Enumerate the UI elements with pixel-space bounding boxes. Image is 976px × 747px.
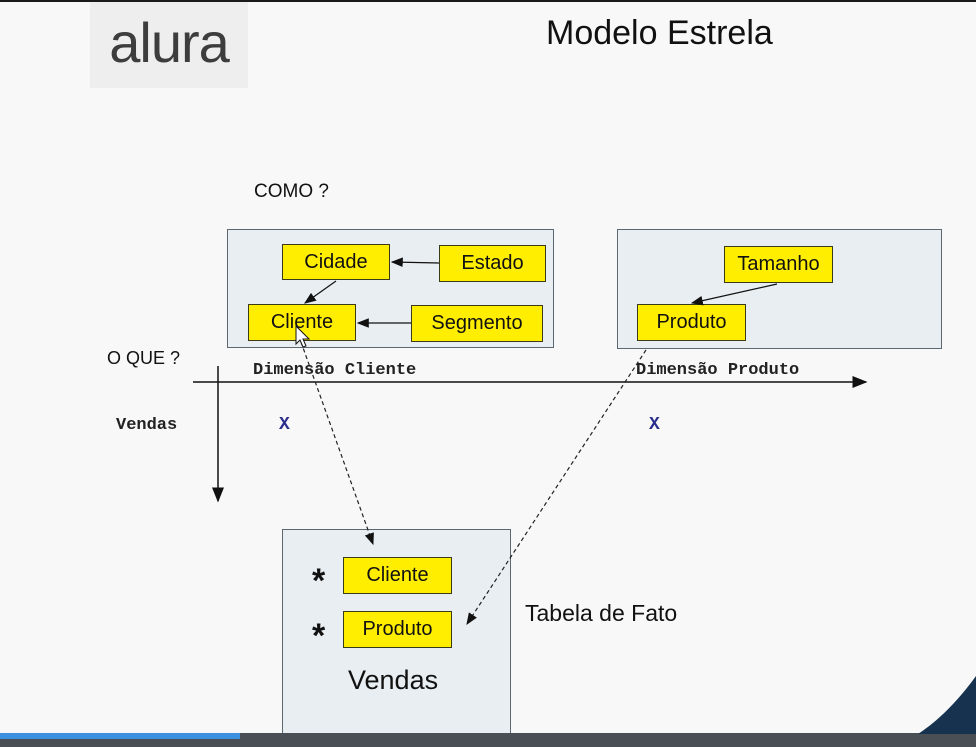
corner-decoration <box>918 676 976 734</box>
video-progress-track[interactable] <box>0 733 976 747</box>
arrow-estado-cidade <box>390 257 440 268</box>
slide-title: Modelo Estrela <box>546 14 773 52</box>
fact-produto-box: Produto <box>343 611 452 648</box>
top-border <box>0 0 976 2</box>
estado-box: Estado <box>439 245 546 282</box>
tamanho-box: Tamanho <box>724 246 833 283</box>
dashed-arrow-produto-fact <box>466 349 647 626</box>
fact-table-caption: Tabela de Fato <box>525 600 678 626</box>
produto-box: Produto <box>637 304 746 341</box>
cidade-box: Cidade <box>282 244 390 280</box>
arrow-cidade-cliente <box>304 280 337 304</box>
x-mark-produto: X <box>649 415 660 435</box>
fact-table-name: Vendas <box>348 665 439 695</box>
dimension-produto-label: Dimensão Produto <box>636 361 800 380</box>
fact-cliente-box: Cliente <box>343 557 452 594</box>
segmento-box: Segmento <box>411 305 543 342</box>
arrow-tamanho-produto <box>690 283 778 306</box>
vendas-row-label: Vendas <box>116 416 178 435</box>
dimension-cliente-label: Dimensão Cliente <box>253 361 417 380</box>
video-progress-fill <box>0 733 240 739</box>
key-star-produto: * <box>312 617 326 655</box>
como-label: COMO ? <box>254 181 329 202</box>
alura-logo: alura <box>90 2 248 88</box>
dashed-arrow-cliente-fact <box>300 341 374 546</box>
mouse-cursor-icon <box>295 324 311 348</box>
key-star-cliente: * <box>312 562 326 600</box>
oque-label: O QUE ? <box>107 348 181 368</box>
x-mark-cliente: X <box>279 415 290 435</box>
